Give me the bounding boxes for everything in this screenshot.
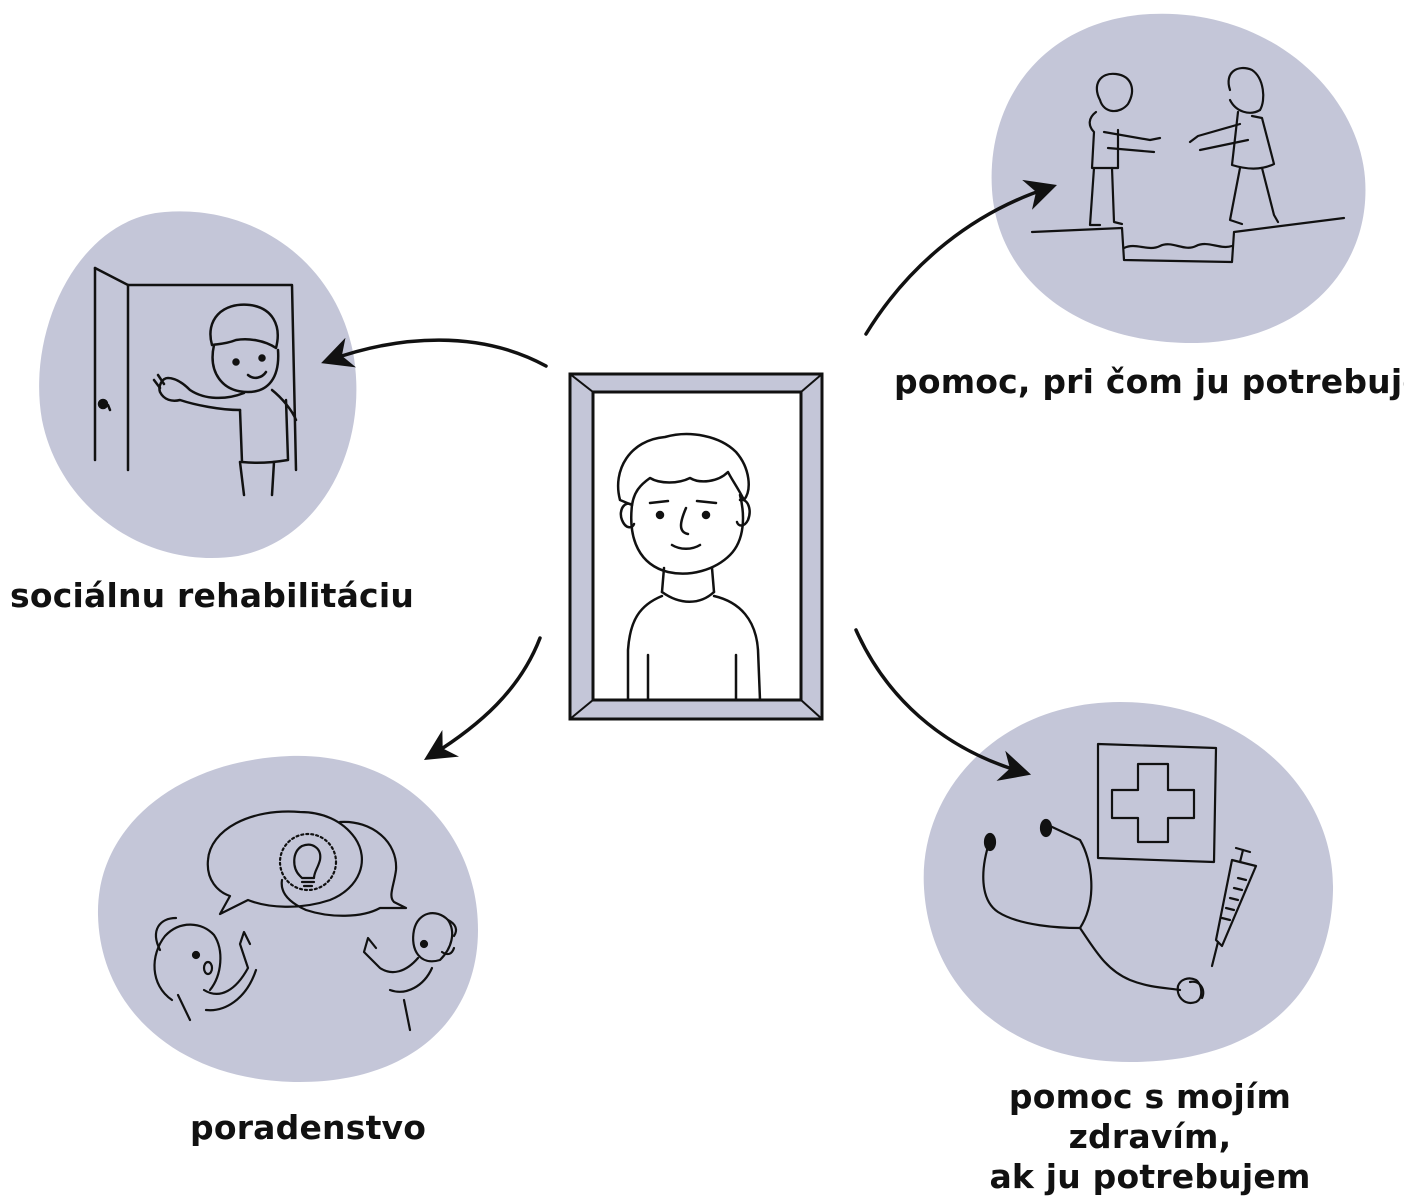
arrow-to-advice	[423, 636, 542, 761]
helping-hands-bridge-icon	[1030, 66, 1346, 264]
label-social-rehabilitation: sociálnu rehabilitáciu	[10, 576, 415, 615]
label-counselling: poradenstvo	[190, 1108, 427, 1147]
speech-bubbles-lightbulb-icon	[153, 810, 458, 1032]
blob-advice	[97, 755, 478, 1082]
blob-help	[991, 13, 1366, 344]
arrow-to-social	[321, 337, 548, 368]
label-health-help-line2: ak ju potrebujem	[989, 1157, 1311, 1196]
arrow-to-health	[854, 628, 1032, 781]
label-help-when-needed: pomoc, pri čom ju potrebujem	[894, 362, 1404, 401]
medical-cross-stethoscope-syringe-icon	[982, 742, 1258, 1004]
arrow-to-help	[864, 179, 1057, 336]
label-health-help-line1: pomoc s mojím zdravím,	[1008, 1077, 1292, 1156]
diagram-canvas	[39, 13, 1366, 1082]
blob-health	[923, 702, 1334, 1062]
portrait-frame-icon	[568, 372, 824, 721]
blob-social	[39, 211, 357, 559]
door-waving-person-icon	[93, 266, 298, 497]
label-health-help: pomoc s mojím zdravím, ak ju potrebujem	[930, 1077, 1370, 1197]
